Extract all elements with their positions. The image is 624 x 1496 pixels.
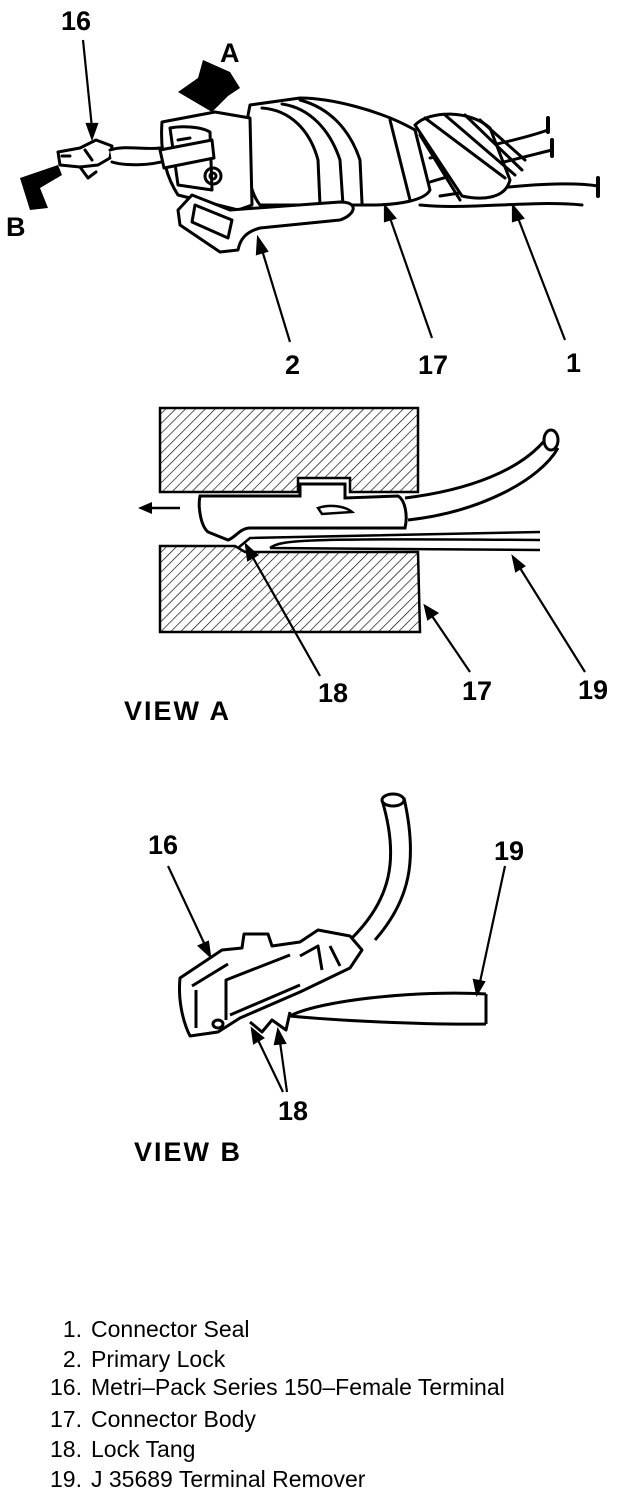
legend-label: Connector Body — [91, 1406, 256, 1432]
callout-connector-seal: 1 — [566, 348, 582, 378]
callout-arrow-a: A — [220, 38, 240, 68]
callout-remover-view-a: 19 — [578, 675, 609, 705]
legend-number: 17. — [50, 1406, 82, 1432]
callout-connector-body-top: 17 — [418, 350, 449, 380]
view-b-drawing — [178, 792, 488, 1038]
legend-number: 1. — [62, 1316, 82, 1342]
callout-remover-view-b: 19 — [494, 836, 525, 866]
leader-lines-view-b — [167, 865, 507, 1093]
connector-diagram — [20, 39, 600, 1093]
leader-lines-top — [81, 39, 567, 343]
view-b-arrow — [20, 165, 62, 210]
callout-terminal-top: 16 — [61, 6, 92, 36]
legend-label: Primary Lock — [91, 1346, 226, 1372]
callout-arrow-b: B — [6, 212, 26, 242]
leader-lines-view-a — [244, 542, 586, 677]
legend-item: 17. Connector Body — [0, 1405, 624, 1433]
legend-item: 2. Primary Lock — [0, 1345, 624, 1373]
legend-item: 18. Lock Tang — [0, 1435, 624, 1463]
legend-label: Connector Seal — [91, 1316, 250, 1342]
callout-primary-lock: 2 — [285, 350, 301, 380]
view-a-arrow — [178, 60, 240, 112]
legend-item: 16. Metri–Pack Series 150–Female Termina… — [0, 1373, 624, 1401]
connector-assembly-drawing — [56, 96, 600, 254]
view-b-title: VIEW B — [134, 1137, 243, 1167]
legend-item: 1. Connector Seal — [0, 1315, 624, 1343]
legend-number: 2. — [62, 1346, 82, 1372]
legend-number: 19. — [50, 1466, 82, 1492]
legend-label: Metri–Pack Series 150–Female Terminal — [91, 1374, 505, 1400]
legend-item: 19. J 35689 Terminal Remover — [0, 1465, 624, 1493]
callout-connector-body-view-a: 17 — [462, 676, 493, 706]
view-a-title: VIEW A — [124, 696, 232, 726]
legend-label: J 35689 Terminal Remover — [91, 1466, 366, 1492]
view-a-drawing — [138, 406, 560, 634]
legend-number: 18. — [50, 1436, 82, 1462]
legend-label: Lock Tang — [91, 1436, 196, 1462]
callout-lock-tang-view-a: 18 — [318, 678, 349, 708]
legend-number: 16. — [50, 1374, 82, 1400]
callout-lock-tang-view-b: 18 — [278, 1096, 309, 1126]
callout-terminal-view-b: 16 — [148, 830, 179, 860]
